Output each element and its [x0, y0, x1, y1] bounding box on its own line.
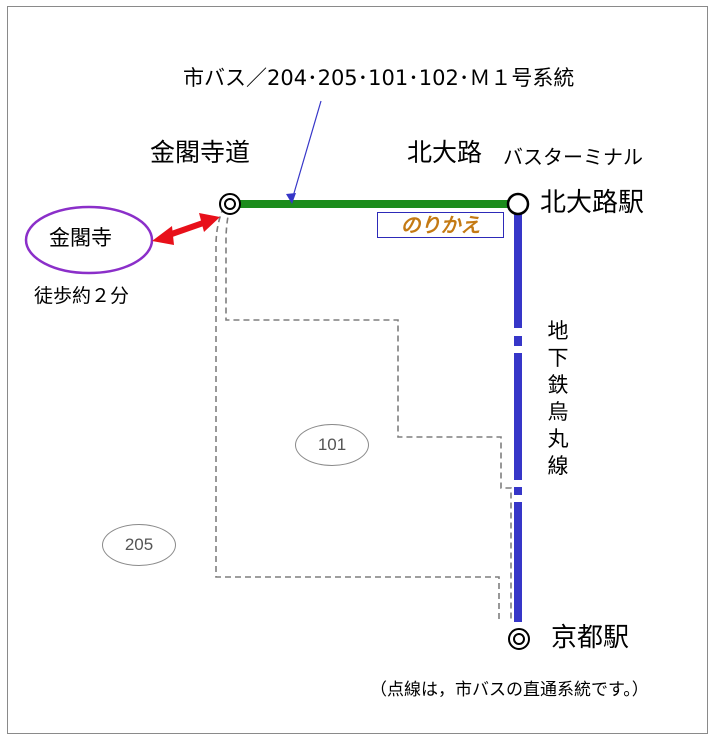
route-101-dashed-path — [225, 197, 512, 622]
station-label-kyoto: 京都駅 — [551, 623, 630, 653]
stop-label-kitaoji: 北大路 — [407, 138, 483, 167]
bus-label-pointer — [291, 100, 322, 201]
stop-label-kinkakuji-michi: 金閣寺道 — [150, 138, 251, 167]
subway-line-char: 鉄 — [547, 373, 569, 397]
subway-line — [514, 210, 522, 622]
route-badge-205: 205 — [102, 524, 176, 566]
double-headed-arrow-icon — [152, 213, 220, 245]
bus-line-label: 市バス／204･205･101･102･Ｍ１号系統 — [183, 66, 575, 90]
subway-line-label: 地 下 鉄 烏 丸 線 — [545, 318, 571, 480]
circle-icon — [506, 192, 530, 216]
destination-ellipse — [24, 205, 154, 275]
subway-line-char: 下 — [547, 346, 569, 370]
destination-label: 金閣寺 — [49, 226, 112, 250]
subway-line-char: 丸 — [547, 427, 569, 451]
transfer-label: のりかえ — [377, 212, 504, 238]
subway-line-char: 線 — [547, 454, 569, 478]
bus-line — [240, 200, 508, 208]
double-circle-icon — [219, 193, 241, 215]
double-circle-icon — [508, 628, 530, 650]
station-label-kitaoji: 北大路駅 — [540, 188, 645, 218]
map-frame — [7, 6, 708, 734]
route-badge-101: 101 — [295, 424, 369, 466]
walk-time-label: 徒歩約２分 — [34, 285, 130, 307]
bus-label-pointer-arrowhead — [286, 193, 296, 204]
stop-label-bus-terminal: バスターミナル — [503, 145, 643, 169]
subway-line-char: 地 — [547, 319, 569, 343]
route-205-dashed-path — [215, 197, 500, 622]
subway-line-char: 烏 — [547, 400, 569, 424]
legend-note: （点線は，市バスの直通系統です。） — [370, 680, 649, 700]
